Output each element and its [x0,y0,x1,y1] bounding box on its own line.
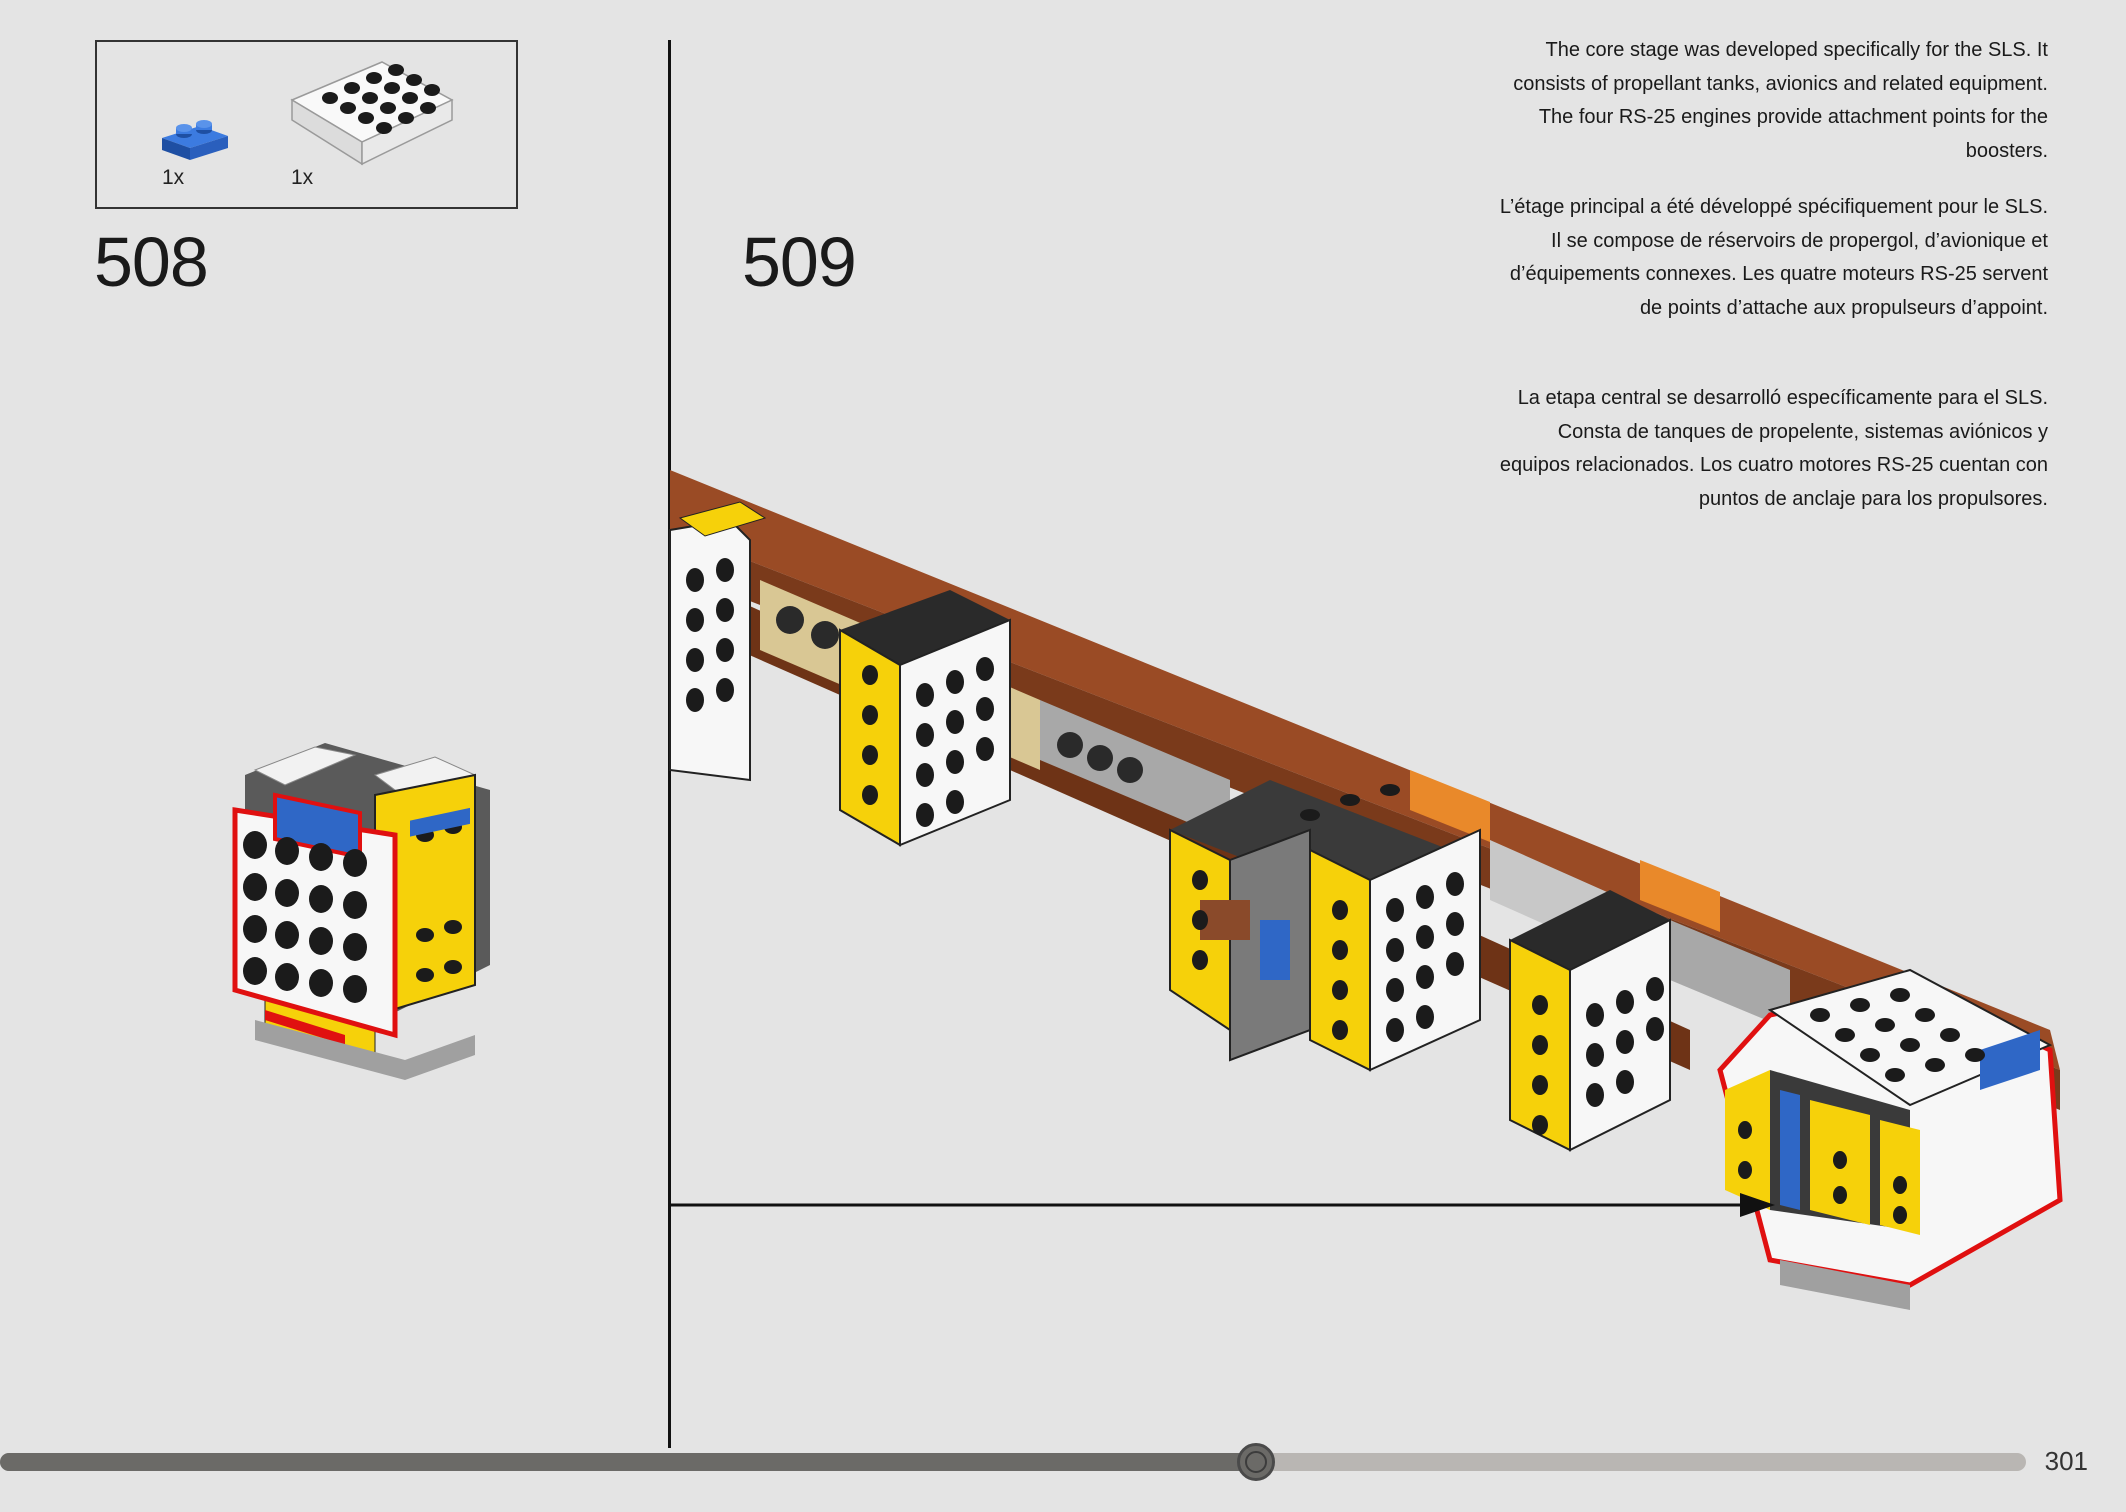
step-508-assembly [232,743,490,1080]
description-en: The core stage was developed specificall… [1513,39,2048,162]
description-es: La etapa central se desarrolló específic… [1499,387,2048,510]
part-qty-white: 1x [291,166,314,189]
parts-callout [95,40,518,209]
white-plate-icon [290,61,454,166]
part-qty-blue: 1x [162,166,185,189]
blue-plate-icon [162,120,228,160]
step-arrow [670,1193,1775,1217]
progress-track[interactable] [0,1453,2026,1471]
step-509-assembly [669,470,2063,1310]
progress-fill [0,1453,1257,1471]
page-number: 301 [2044,1446,2088,1476]
progress-handle[interactable] [1237,1443,1276,1481]
step-number-509: 509 [742,223,857,301]
description-fr: L’étage principal a été développé spécif… [1499,196,2048,319]
step-number-508: 508 [94,223,209,301]
